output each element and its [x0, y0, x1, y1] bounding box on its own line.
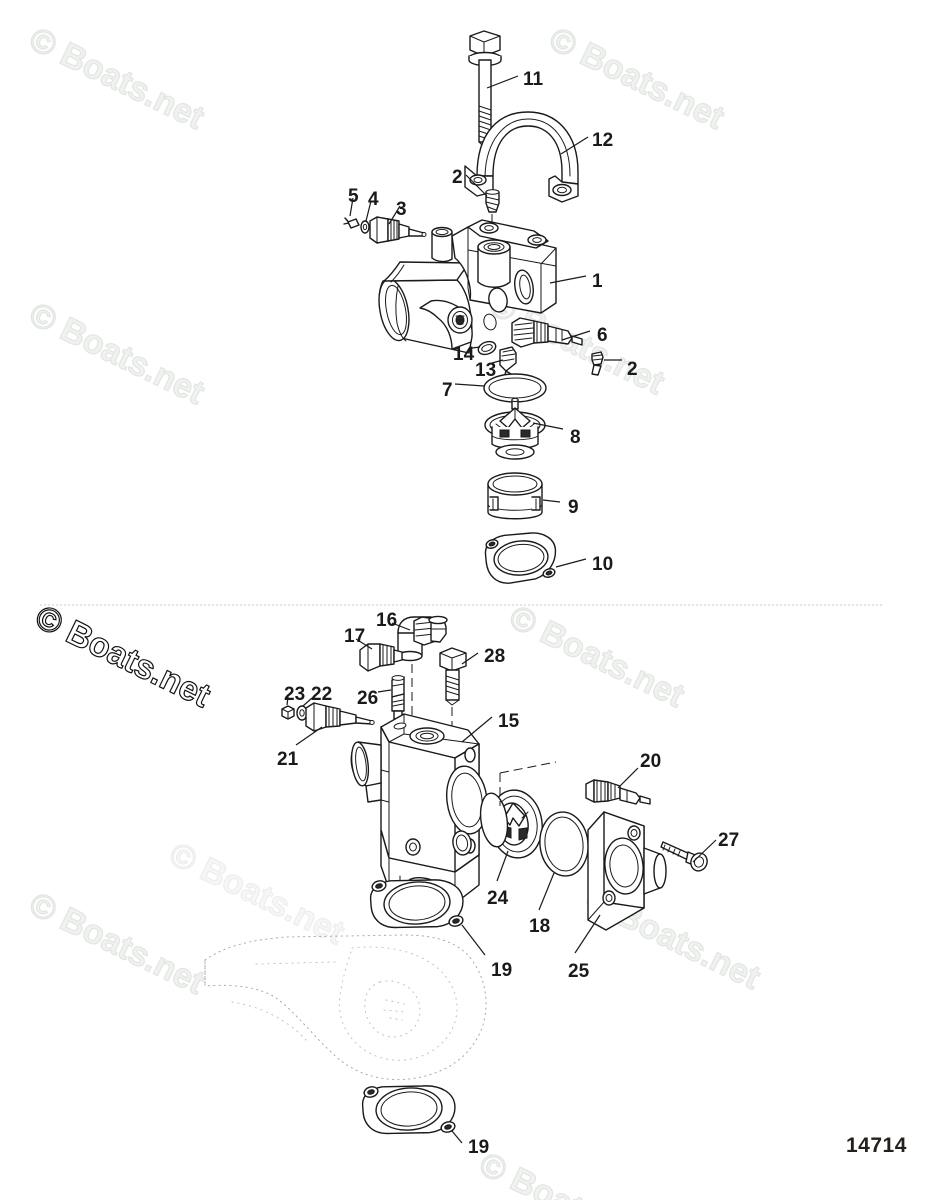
part-15-lower-housing: [350, 713, 488, 903]
callout-24: 24: [487, 888, 509, 909]
callout-17: 17: [344, 626, 366, 647]
diagram-id-label: 14714: [846, 1134, 907, 1157]
leader-22: [302, 697, 313, 707]
part-27-flanged-bolt: [660, 841, 708, 872]
leader-1: [549, 275, 587, 284]
callout-14: 14: [453, 344, 475, 365]
part-25-cover: [587, 811, 667, 931]
callout-13: 13: [475, 360, 497, 381]
callout-21: 21: [277, 749, 299, 770]
leader-19-lower: [451, 1130, 463, 1144]
part-21-sender: [305, 702, 375, 732]
part-7-o-ring: [483, 373, 547, 403]
leader-25: [574, 914, 601, 954]
leader-2-top: [465, 174, 488, 197]
part-22-washer: [296, 705, 308, 721]
leader-14: [471, 346, 481, 349]
part-14-o-ring-small: [477, 340, 497, 356]
part-24-thermostat: [479, 789, 543, 859]
part-28-hex-bolt: [439, 647, 467, 706]
part-3-temperature-sender: [369, 216, 427, 244]
part-17-hex-plug: [359, 643, 403, 672]
callout-2-right: 2: [627, 359, 638, 380]
phantom-engine-block: [204, 934, 487, 1081]
part-1-upper-housing: [378, 219, 557, 354]
leader-6: [561, 330, 591, 341]
leader-27: [692, 839, 717, 863]
part-26-check-valve: [391, 675, 405, 720]
callout-27: 27: [718, 830, 740, 851]
leader-8: [532, 422, 564, 430]
callout-20: 20: [640, 751, 662, 772]
leader-18: [538, 872, 555, 911]
part-2-screw-top: [485, 189, 500, 213]
leader-16: [391, 622, 411, 631]
callout-16: 16: [376, 610, 398, 631]
callout-6: 6: [597, 325, 608, 346]
callout-19-lower: 19: [468, 1137, 490, 1158]
callout-22: 22: [311, 684, 333, 705]
part-9-seat-sleeve: [487, 472, 543, 520]
leader-23: [286, 696, 289, 706]
callout-9: 9: [568, 497, 579, 518]
part-20-temperature-sensor: [585, 779, 651, 805]
part-8-thermostat: [484, 397, 546, 460]
callout-10: 10: [592, 554, 614, 575]
callout-19-upper: 19: [491, 960, 513, 981]
leader-7: [454, 383, 485, 387]
callout-11: 11: [523, 69, 544, 90]
callout-25: 25: [568, 961, 590, 982]
callout-8: 8: [570, 427, 581, 448]
part-4-washer: [360, 220, 370, 234]
callout-2-top: 2: [452, 167, 463, 188]
assembly-axis-lower-a: [499, 761, 557, 774]
leader-20: [617, 767, 639, 789]
leader-19-upper: [461, 924, 486, 956]
callout-28: 28: [484, 646, 506, 667]
leader-28: [461, 652, 479, 665]
leader-11: [486, 75, 519, 89]
part-19-gasket-upper: [369, 879, 464, 929]
callout-7: 7: [442, 380, 453, 401]
callout-4: 4: [368, 189, 379, 210]
leader-12: [560, 136, 589, 155]
leader-9: [542, 499, 561, 503]
leader-24: [496, 850, 509, 882]
leader-26: [377, 689, 392, 693]
part-6-fitting: [511, 317, 583, 348]
callout-12: 12: [592, 130, 614, 151]
part-19-gasket-lower: [361, 1085, 456, 1135]
callout-15: 15: [498, 711, 520, 732]
leader-13: [491, 359, 504, 364]
leader-17: [355, 638, 373, 650]
part-11-long-bolt: [468, 30, 502, 149]
part-5-terminal: [343, 217, 360, 229]
callout-26: 26: [357, 688, 379, 709]
part-18-o-ring-large: [539, 811, 589, 877]
callout-1: 1: [592, 271, 603, 292]
leader-21: [295, 726, 323, 746]
part-2-screw-right: [591, 351, 604, 376]
leader-3: [388, 205, 401, 225]
callout-5: 5: [348, 186, 359, 207]
leader-10: [555, 558, 587, 568]
part-10-gasket: [484, 532, 557, 584]
leader-15: [461, 716, 493, 743]
part-23-nut: [281, 705, 295, 720]
callout-3: 3: [396, 199, 407, 220]
leader-5: [349, 197, 354, 217]
callout-23: 23: [284, 684, 306, 705]
part-16-elbow-fitting: [397, 615, 448, 662]
leader-4: [365, 200, 372, 222]
callout-18: 18: [529, 916, 551, 937]
